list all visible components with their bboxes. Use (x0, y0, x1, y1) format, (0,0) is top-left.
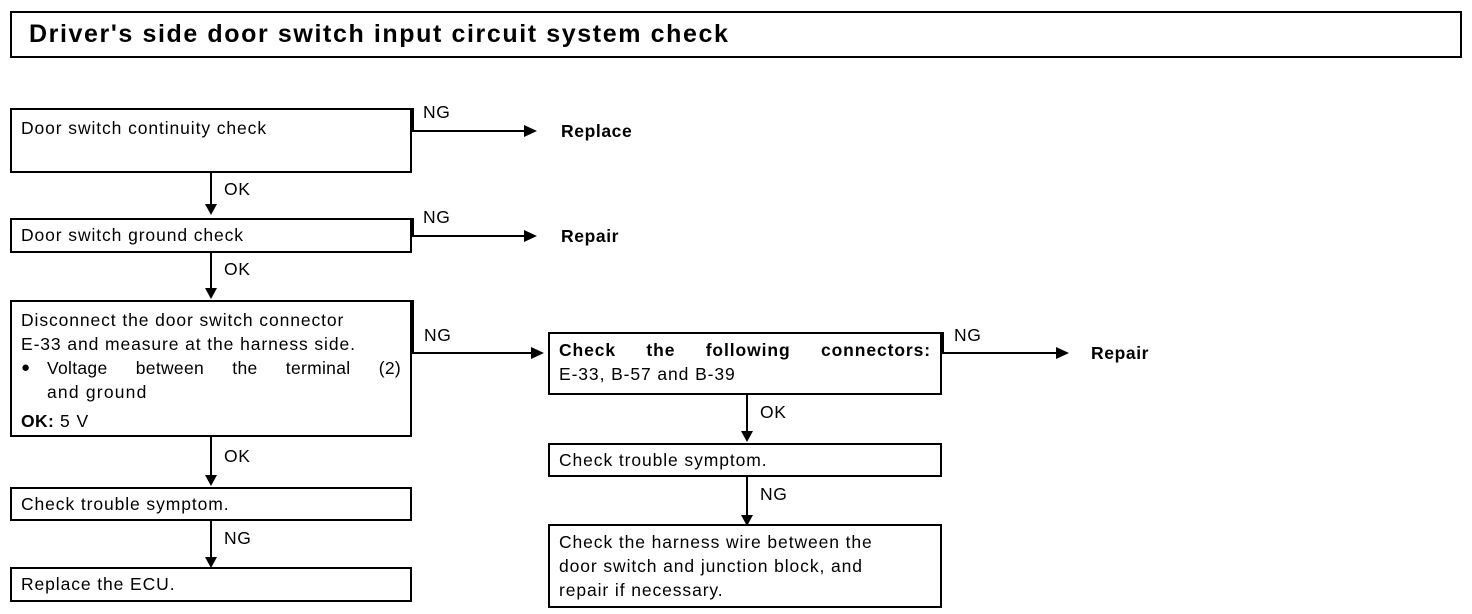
spec-label: OK: (21, 411, 55, 431)
box-check-following-connectors: Check the following connectors: E-33, B-… (548, 332, 942, 395)
ok-label-2: OK (224, 259, 251, 279)
spec-value: 5 V (60, 411, 90, 431)
ng-label-2: NG (423, 207, 451, 227)
measurement-spec: OK: 5 V (12, 404, 410, 433)
bullet-marker-icon: ● (21, 359, 31, 376)
ng-arrow-line-5 (942, 352, 1058, 354)
ng-branch-stub-1 (412, 108, 414, 132)
ok-label-6: OK (760, 402, 787, 422)
box-door-switch-ground-check: Door switch ground check (10, 218, 412, 253)
box-text: Door switch continuity check (21, 118, 267, 138)
box-text: Check trouble symptom. (21, 494, 230, 514)
box-disconnect-door-switch-connector: Disconnect the door switch connector E-3… (10, 300, 412, 437)
ng-arrow-line-3 (412, 352, 533, 354)
box-line-2: door switch and junction block, and (559, 556, 863, 576)
ng-label-4: NG (224, 528, 252, 548)
ok-arrow-head-2 (205, 288, 217, 299)
ok-arrow-head-3 (205, 475, 217, 486)
ok-connector-line-2 (210, 253, 212, 290)
box-line-1: Disconnect the door switch connector (21, 310, 345, 330)
box-check-harness-wire: Check the harness wire between the door … (548, 524, 942, 608)
box-heading: Check the following connectors: (559, 340, 931, 360)
ng-arrow-head-4 (205, 557, 217, 568)
box-text: Door switch ground check (21, 225, 244, 245)
box-line-2: E-33 and measure at the harness side. (21, 334, 356, 354)
ng-branch-stub-3 (412, 300, 414, 354)
ng-arrow-head-3 (531, 347, 544, 359)
ng-label-3: NG (424, 325, 452, 345)
ng-branch-stub-2 (412, 218, 414, 237)
box-text: Replace the ECU. (21, 574, 176, 594)
page-title: Driver's side door switch input circuit … (29, 20, 730, 48)
ng-arrow-head-1 (524, 125, 537, 137)
box-line-3: repair if necessary. (559, 580, 724, 600)
ok-label-3: OK (224, 446, 251, 466)
ng-label-7: NG (760, 484, 788, 504)
box-text: E-33, B-57 and B-39 (559, 364, 736, 384)
box-replace-the-ecu: Replace the ECU. (10, 567, 412, 602)
terminal-repair-ground: Repair (561, 226, 620, 246)
ng-connector-line-7 (746, 477, 748, 517)
box-text: Check trouble symptom. (559, 450, 768, 470)
ok-connector-line-6 (746, 395, 748, 432)
terminal-repair-connectors: Repair (1091, 343, 1150, 363)
ng-arrow-line-1 (412, 130, 526, 132)
box-check-trouble-symptom-right: Check trouble symptom. (548, 443, 942, 477)
ng-arrow-head-7 (741, 515, 753, 526)
ng-branch-stub-5 (942, 332, 944, 354)
page-title-bar: Driver's side door switch input circuit … (10, 11, 1462, 58)
ng-label-1: NG (423, 102, 451, 122)
bullet-line-2: and ground (47, 382, 148, 402)
ng-arrow-line-2 (412, 235, 526, 237)
ng-connector-line-4 (210, 521, 212, 559)
box-door-switch-continuity-check: Door switch continuity check (10, 108, 412, 173)
box-line-1: Check the harness wire between the (559, 532, 873, 552)
ok-label-1: OK (224, 179, 251, 199)
measurement-bullet-item: ● Voltage between the terminal (2) and g… (12, 356, 410, 404)
ok-connector-line-3 (210, 437, 212, 477)
ng-arrow-head-5 (1056, 347, 1069, 359)
bullet-line-1: Voltage between the terminal (2) (47, 358, 401, 378)
ng-arrow-head-2 (524, 230, 537, 242)
ng-label-5: NG (954, 325, 982, 345)
box-check-trouble-symptom-left: Check trouble symptom. (10, 487, 412, 521)
ok-connector-line-1 (210, 173, 212, 206)
ok-arrow-head-1 (205, 204, 217, 215)
terminal-replace: Replace (561, 121, 633, 141)
ok-arrow-head-6 (741, 431, 753, 442)
